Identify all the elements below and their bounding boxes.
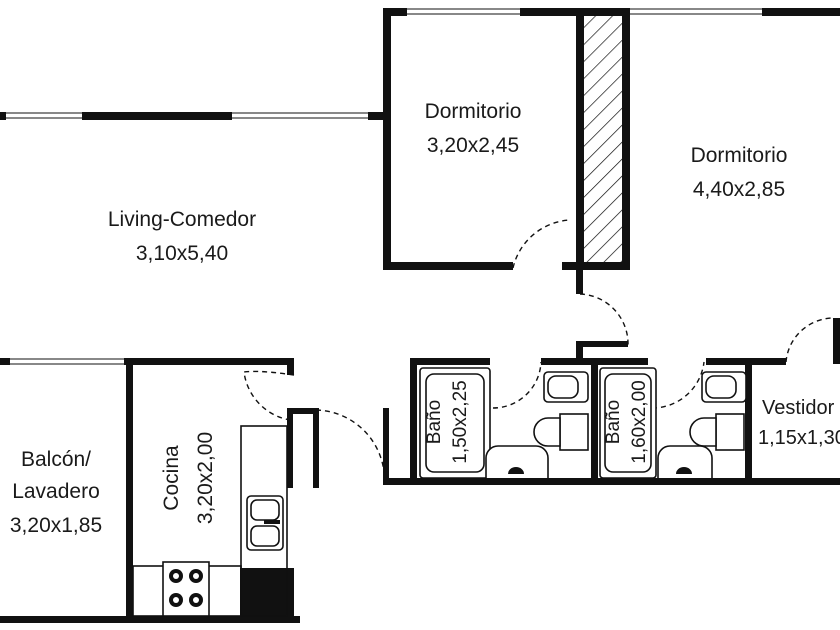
room-size-bath2: 1,60x2,00: [629, 380, 650, 463]
room-size-bath1: 1,50x2,25: [450, 380, 471, 463]
room-name-closet: Vestidor: [762, 397, 835, 419]
wall-segment: [562, 262, 630, 270]
doors: [243, 219, 835, 473]
wall-segment: [0, 358, 10, 365]
room-name-balcony-line1: Balcón/: [21, 448, 91, 471]
wall-segment: [541, 358, 591, 365]
wall-segment: [576, 341, 628, 347]
room-name-bedroom1: Dormitorio: [425, 100, 522, 123]
wall-segment: [287, 365, 294, 375]
toilet-tank-icon: [715, 413, 745, 451]
drain-icon: [676, 467, 692, 474]
wall-segment: [368, 112, 386, 120]
wall-segment: [383, 408, 389, 485]
wall-segment: [410, 358, 417, 483]
room-name-living: Living-Comedor: [108, 208, 256, 231]
wall-segment: [591, 358, 598, 483]
door-swing: [579, 293, 629, 347]
drain-icon: [508, 467, 524, 474]
bath1-fixtures: [419, 367, 589, 479]
room-labels: Living-Comedor 3,10x5,40 Dormitorio 3,20…: [10, 100, 840, 537]
wall-segment: [576, 8, 584, 270]
wall-segment: [383, 8, 407, 16]
room-name-bedroom2: Dormitorio: [691, 144, 788, 167]
wall-segment: [388, 478, 840, 485]
toilet-bowl-icon: [689, 417, 717, 447]
walls: [0, 8, 840, 623]
wall-segment: [126, 365, 133, 623]
wall-segment: [383, 8, 391, 270]
room-size-bedroom2: 4,40x2,85: [693, 178, 785, 201]
door-swing: [651, 361, 705, 409]
wall-segment: [240, 568, 294, 618]
room-size-kitchen: 3,20x2,00: [194, 432, 217, 524]
sink-icon: [657, 445, 713, 478]
wall-segment: [520, 8, 630, 16]
burner-center: [173, 573, 179, 579]
kitchen-fixtures: [132, 425, 288, 617]
wall-segment: [0, 112, 6, 120]
wall-segment: [833, 318, 840, 364]
wall-segment: [287, 408, 293, 488]
wall-segment: [622, 8, 630, 270]
burner-center: [193, 597, 199, 603]
hatched-shaft: [579, 13, 627, 269]
burner-center: [193, 573, 199, 579]
wall-segment: [598, 358, 648, 365]
wall-segment: [0, 616, 300, 623]
bathtub-inner: [604, 373, 652, 473]
room-size-balcony: 3,20x1,85: [10, 514, 102, 537]
bidet-inner: [705, 375, 737, 399]
faucet-icon: [264, 520, 280, 524]
door-swing: [512, 219, 571, 269]
room-name-bath1: Baño: [424, 400, 445, 444]
counter-icon: [240, 425, 288, 617]
room-name-balcony-line2: Lavadero: [12, 480, 100, 503]
wall-segment: [762, 8, 840, 16]
sink-basin: [250, 499, 280, 521]
windows: [6, 8, 762, 365]
room-size-closet: 1,15x1,30: [758, 427, 840, 449]
wall-segment: [287, 408, 319, 414]
wall-segment: [124, 358, 294, 365]
room-name-bath2: Baño: [603, 400, 624, 444]
door-swing: [315, 409, 385, 473]
bath2-fixtures: [599, 367, 747, 479]
bidet-inner: [547, 375, 579, 399]
door-swing: [492, 361, 542, 409]
door-swing: [243, 370, 295, 421]
burner-center: [173, 597, 179, 603]
room-size-living: 3,10x5,40: [136, 242, 228, 265]
toilet-bowl-icon: [533, 417, 561, 447]
room-name-kitchen: Cocina: [160, 445, 183, 511]
stove-icon: [162, 561, 210, 617]
sink-basin: [250, 525, 280, 547]
wall-segment: [410, 358, 490, 365]
wall-segment: [383, 262, 513, 270]
bathtub-inner: [425, 373, 485, 473]
wall-segment: [745, 358, 752, 483]
sink-icon: [485, 445, 549, 478]
room-size-bedroom1: 3,20x2,45: [427, 134, 519, 157]
wall-segment: [313, 408, 319, 488]
door-swing: [785, 317, 835, 363]
wall-segment: [82, 112, 232, 120]
wall-segment: [576, 262, 583, 294]
wall-segment: [576, 341, 583, 359]
toilet-tank-icon: [559, 413, 589, 451]
